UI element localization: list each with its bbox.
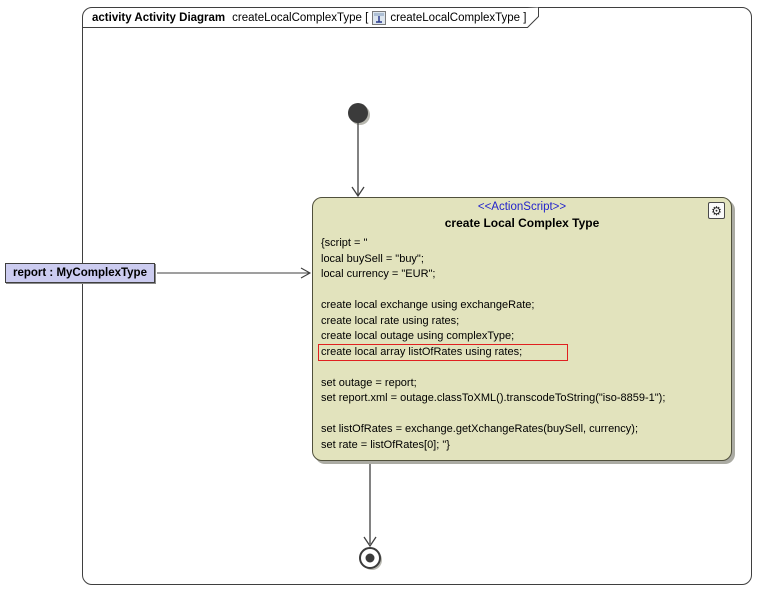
object-node-report-mycomplextype[interactable]: report : MyComplexType <box>5 263 155 283</box>
arrowhead-action-to-final <box>363 536 377 548</box>
gear-icon: ⚙ <box>711 203 722 218</box>
frame-title-pentagon <box>82 7 539 28</box>
object-node-label: report : MyComplexType <box>13 267 147 279</box>
diagram-frame <box>82 7 752 585</box>
action-script-body: {script = " local buySell = "buy"; local… <box>321 237 666 451</box>
activity-diagram-icon <box>372 10 387 25</box>
action-node-create-local-complex-type[interactable]: ⚙ <<ActionScript>> create Local Complex … <box>312 197 732 461</box>
behavior-icon-box: ⚙ <box>708 202 725 219</box>
arrowhead-object-to-action <box>300 267 312 279</box>
final-node-dot <box>365 553 375 563</box>
action-stereotype: <<ActionScript>> <box>477 201 567 213</box>
arrowhead-initial-to-action <box>351 186 365 198</box>
red-highlight-box <box>318 344 568 361</box>
action-name: create Local Complex Type <box>444 216 600 230</box>
initial-node[interactable] <box>348 103 368 123</box>
frame-title: activity Activity Diagram createLocalCom… <box>92 9 526 26</box>
frame-title-ref: createLocalComplexType ] <box>390 11 527 24</box>
frame-title-context: createLocalComplexType [ <box>232 11 369 24</box>
frame-title-keyword: activity Activity Diagram <box>92 11 226 24</box>
